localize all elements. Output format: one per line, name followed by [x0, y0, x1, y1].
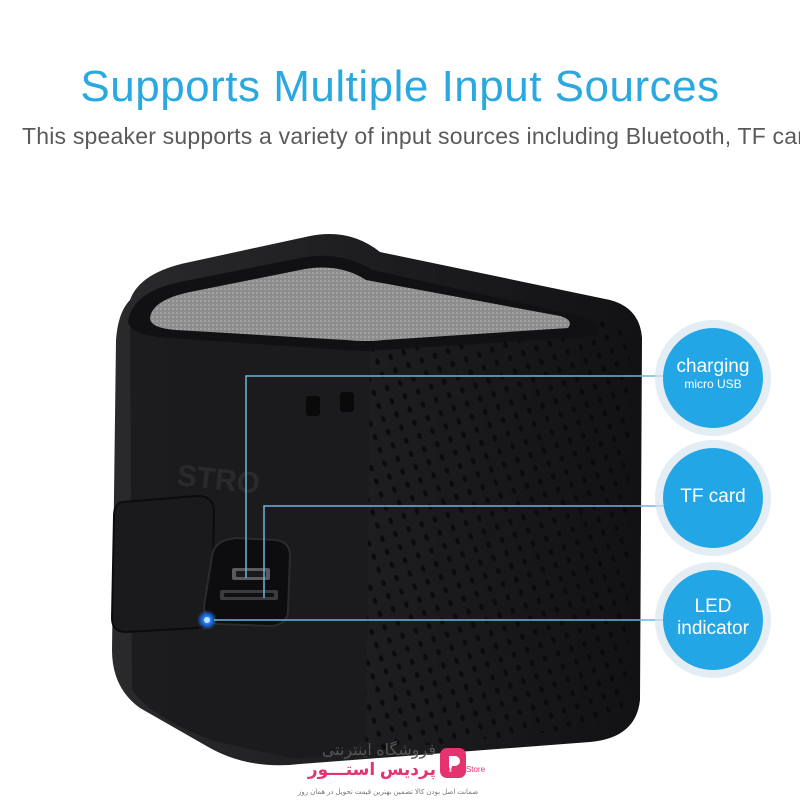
callout-charging: [663, 328, 763, 428]
store-brand-tag: Pardis Store: [441, 765, 486, 774]
slot-left: [306, 396, 320, 416]
port-recess: [202, 536, 292, 628]
store-slogan: ضمانت اصل بودن کالا تضمین بهترین قیمت تح…: [298, 789, 479, 796]
callout-tf-card-label: TF card: [680, 486, 746, 507]
callout-led: [663, 570, 763, 670]
top-grille: [150, 267, 570, 341]
port-cover-flap: [110, 494, 216, 634]
callout-lines: [214, 375, 672, 621]
speaker: STRO: [110, 234, 642, 766]
page-title: Supports Multiple Input Sources: [80, 62, 720, 111]
store-name-line-2: پردیس استـــور: [307, 760, 436, 779]
page-subtitle: This speaker supports a variety of input…: [22, 123, 800, 149]
slot-right: [340, 392, 354, 412]
line-tf-card: [263, 505, 666, 598]
callout-led-label: LED indicator: [677, 596, 749, 639]
store-footer: فروشگاه اینترنتی پردیس استـــور Pardis S…: [298, 740, 490, 798]
callout-charging-label: charging micro USB: [676, 356, 750, 391]
callout-tf-card: [663, 448, 763, 548]
callout-bubbles: [655, 320, 771, 678]
store-name-line-1: فروشگاه اینترنتی: [321, 742, 436, 759]
line-charging: [245, 375, 672, 578]
speaker-side-grille: [360, 300, 630, 752]
store-logo: [440, 748, 466, 778]
